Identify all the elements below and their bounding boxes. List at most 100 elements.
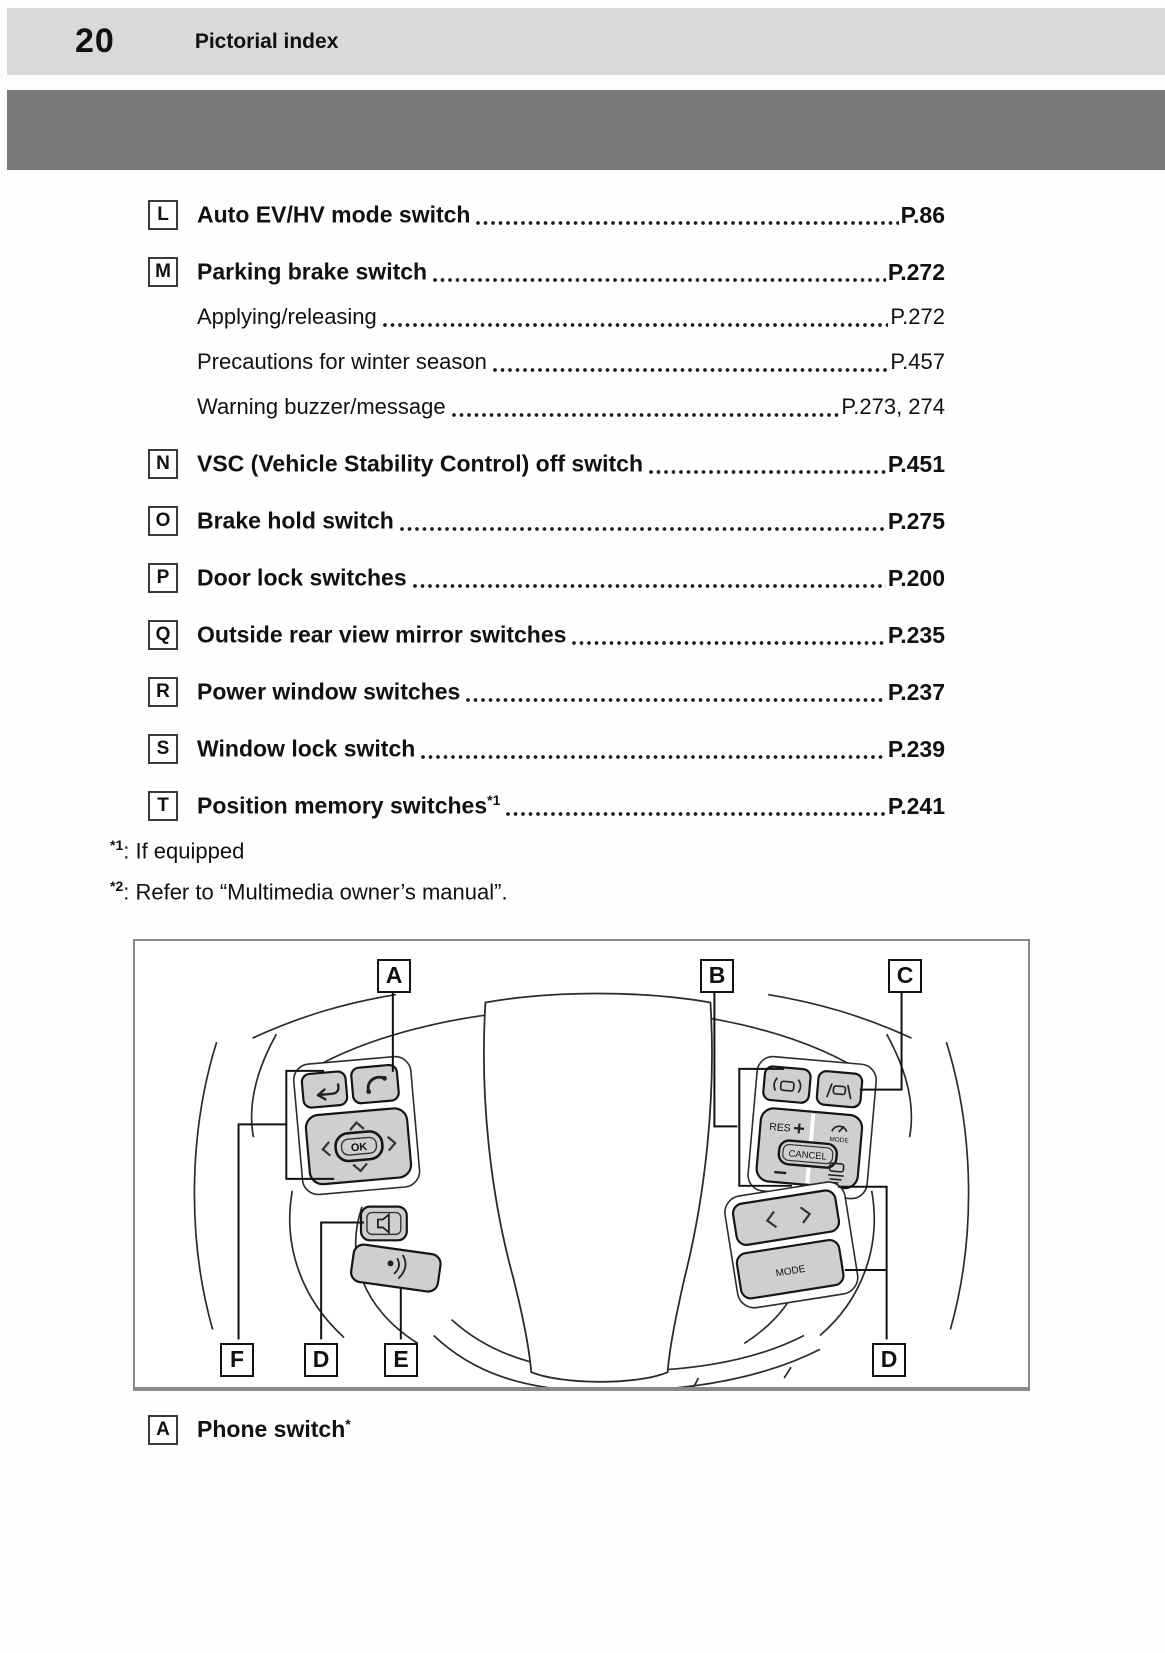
index-page-ref: P.457 xyxy=(890,349,945,374)
index-letter-box: O xyxy=(148,506,178,536)
callout-d-left-label: D xyxy=(312,1346,330,1373)
footnote-marker: *1 xyxy=(110,837,124,853)
index-row: O Brake hold switch P.275 xyxy=(148,504,945,538)
section-title: Pictorial index xyxy=(194,29,339,53)
pictorial-index-list: L Auto EV/HV mode switch P.86 M Parking … xyxy=(148,170,945,823)
index-row: R Power window switches P.237 xyxy=(148,675,945,709)
plus-icon xyxy=(794,1123,805,1134)
index-title: Brake hold switch xyxy=(197,507,394,534)
footnote-text: : If equipped xyxy=(123,838,245,864)
index-letter-box: S xyxy=(148,734,178,764)
callout-f: F xyxy=(220,1342,254,1377)
index-letter: T xyxy=(157,795,169,816)
callout-e-label: E xyxy=(393,1346,409,1373)
phone-icon xyxy=(366,1075,387,1094)
callout-c-label: C xyxy=(896,962,914,989)
index-letter: O xyxy=(155,510,171,531)
volume-button xyxy=(359,1205,408,1242)
phone-button xyxy=(350,1063,400,1104)
index-row: L Auto EV/HV mode switch P.86 xyxy=(148,198,945,232)
index-title: Applying/releasing xyxy=(197,304,377,329)
leader-dots xyxy=(649,470,886,474)
page-header: 20 Pictorial index xyxy=(7,8,1165,75)
audio-mode-label: MODE xyxy=(775,1263,807,1279)
index-letter: Q xyxy=(155,624,171,645)
index-title: Power window switches xyxy=(197,678,461,705)
callout-leader-lines xyxy=(237,990,903,1340)
speaker-icon xyxy=(377,1212,390,1234)
index-row: T Position memory switches*1 P.241 xyxy=(148,789,945,823)
cancel-button-inner xyxy=(782,1143,834,1164)
leader-dots xyxy=(382,323,889,327)
page-number: 20 xyxy=(75,22,115,60)
index-title: Window lock switch xyxy=(197,735,416,762)
right-switch-cluster: RES MODE CANCEL xyxy=(747,1055,878,1200)
res-label: RES xyxy=(769,1122,791,1135)
index-letter: P xyxy=(156,567,170,588)
index-row: M Parking brake switch P.272 xyxy=(148,255,945,289)
caption-letter-box: A xyxy=(148,1414,178,1445)
ok-pad-arrows xyxy=(321,1120,397,1173)
back-icon xyxy=(316,1082,340,1101)
index-letter: R xyxy=(156,681,170,702)
index-page-ref: P.272 xyxy=(890,304,945,329)
following-distance-icon xyxy=(827,1162,845,1184)
footnote-marker: *2 xyxy=(110,878,124,895)
index-row: P Door lock switches P.200 xyxy=(148,561,945,595)
index-row: Q Outside rear view mirror switches P.23… xyxy=(148,618,945,652)
index-letter: N xyxy=(156,453,170,474)
voice-icon xyxy=(387,1254,407,1279)
caption-sup: * xyxy=(345,1416,351,1433)
index-letter: L xyxy=(157,204,169,225)
cruise-assist-button xyxy=(762,1065,812,1104)
audio-remote-cluster: MODE xyxy=(724,1180,859,1309)
index-title: Door lock switches xyxy=(197,564,407,591)
cancel-label: CANCEL xyxy=(788,1147,827,1161)
index-letter-box: N xyxy=(148,449,178,479)
callout-c: C xyxy=(888,958,922,993)
index-row: S Window lock switch P.239 xyxy=(148,732,945,766)
index-page-ref: P.200 xyxy=(887,564,945,591)
index-title: Position memory switches xyxy=(197,792,488,819)
index-title: VSC (Vehicle Stability Control) off swit… xyxy=(197,450,643,477)
callout-b: B xyxy=(700,958,734,993)
left-switch-cluster: OK xyxy=(292,1055,421,1195)
lane-keep-icon xyxy=(826,1082,852,1099)
index-letter-box: R xyxy=(148,677,178,707)
index-letter-box: Q xyxy=(148,620,178,650)
index-subrow: Warning buzzer/message P.273, 274 xyxy=(148,390,945,424)
radar-cruise-icon xyxy=(773,1076,802,1093)
index-title: Auto EV/HV mode switch xyxy=(197,201,471,228)
seek-arrows xyxy=(765,1206,812,1228)
lane-keep-button xyxy=(815,1069,864,1108)
leader-dots xyxy=(451,413,840,417)
ok-button-inner xyxy=(340,1136,378,1156)
index-page-ref: P.275 xyxy=(887,507,945,534)
index-page-ref: P.86 xyxy=(900,201,945,228)
leader-dots xyxy=(421,755,886,759)
index-letter-box: M xyxy=(148,257,178,287)
callout-d-left: D xyxy=(304,1342,338,1377)
callout-f-label: F xyxy=(229,1346,245,1373)
steering-wheel-diagram: OK xyxy=(133,938,1030,1391)
index-title: Parking brake switch xyxy=(197,258,428,285)
index-page-ref: P.239 xyxy=(887,735,945,762)
steering-wheel-drawing: OK xyxy=(193,990,970,1387)
audio-mode-button xyxy=(735,1238,845,1300)
index-subrow: Applying/releasing P.272 xyxy=(148,300,945,334)
leader-dots xyxy=(412,584,886,588)
callout-d-right: D xyxy=(872,1342,906,1377)
index-page-ref: P.241 xyxy=(887,792,945,819)
track-seek-button xyxy=(731,1189,841,1246)
leader-dots xyxy=(433,278,886,282)
leader-dots xyxy=(466,698,886,702)
leader-dots xyxy=(492,368,889,372)
index-title: Warning buzzer/message xyxy=(197,394,446,419)
index-letter-box: P xyxy=(148,563,178,593)
index-row: N VSC (Vehicle Stability Control) off sw… xyxy=(148,447,945,481)
footnote: *2: Refer to “Multimedia owner’s manual”… xyxy=(110,878,1165,905)
footnote-text: : Refer to “Multimedia owner’s manual”. xyxy=(123,879,508,905)
index-subrow: Precautions for winter season P.457 xyxy=(148,345,945,379)
callout-e: E xyxy=(384,1342,418,1377)
